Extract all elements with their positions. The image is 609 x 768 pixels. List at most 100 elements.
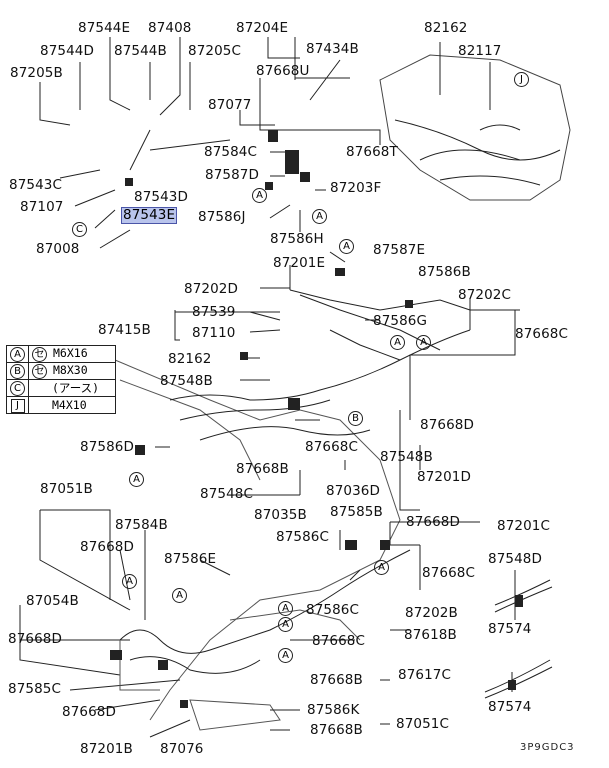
part-label: 87668D — [80, 539, 134, 555]
highlighted-part-label[interactable]: 87543E — [120, 207, 178, 224]
legend-key-symbol: C — [10, 381, 25, 396]
part-label: 87668D — [8, 631, 62, 647]
part-label: 87201E — [273, 255, 326, 271]
connectors — [110, 130, 523, 708]
part-label: 87548B — [160, 373, 213, 389]
part-label: 87076 — [160, 741, 204, 757]
part-label: 87201D — [417, 469, 471, 485]
part-label: 87202B — [405, 605, 458, 621]
part-label: 87201C — [497, 518, 550, 534]
legend-note: セ — [32, 347, 47, 362]
part-label: 87202D — [184, 281, 238, 297]
part-label: 87668D — [420, 417, 474, 433]
part-label: 87617C — [398, 667, 451, 683]
part-label: 87586G — [373, 313, 428, 329]
legend-note: セ — [32, 364, 47, 379]
part-label: 87544D — [40, 43, 94, 59]
marker-A-circle: A — [416, 335, 431, 350]
leader-lines — [19, 37, 571, 738]
part-label: 87668C — [515, 326, 568, 342]
legend-key: A — [6, 345, 29, 363]
legend-row: C (アース) — [6, 379, 116, 397]
part-label: 87415B — [98, 322, 151, 338]
marker-A-circle: A — [252, 188, 267, 203]
part-label: 87574 — [488, 699, 532, 715]
part-label: 87618B — [404, 627, 457, 643]
marker-J-circle: J — [514, 72, 529, 87]
legend-key-symbol: B — [10, 364, 25, 379]
part-label: 87204E — [236, 20, 289, 36]
part-label: 87586H — [270, 231, 324, 247]
diagram-code: 3P9GDC3 — [520, 742, 575, 753]
marker-C-circle: C — [72, 222, 87, 237]
part-label: 87077 — [208, 97, 252, 113]
legend-value-cell: (アース) — [28, 379, 116, 397]
part-label: 87668B — [310, 672, 363, 688]
legend-key: B — [6, 362, 29, 380]
part-label: 87585C — [8, 681, 61, 697]
legend-value: (アース) — [52, 381, 100, 395]
legend-key-symbol: J — [10, 399, 25, 413]
part-label: 87584B — [115, 517, 168, 533]
legend-value: M6X16 — [53, 346, 88, 360]
part-label: 87548D — [488, 551, 542, 567]
part-label: 82117 — [458, 43, 502, 59]
part-label: 87544B — [114, 43, 167, 59]
part-label: 87668B — [236, 461, 289, 477]
part-label: 87586E — [164, 551, 217, 567]
legend-value-cell: セ M8X30 — [28, 362, 116, 380]
legend-value-cell: セ M6X16 — [28, 345, 116, 363]
legend-key-symbol: A — [10, 347, 25, 362]
marker-A-circle: A — [390, 335, 405, 350]
part-label: 87408 — [148, 20, 192, 36]
part-label: 87586C — [276, 529, 329, 545]
marker-A-circle: A — [172, 588, 187, 603]
part-label: 87205C — [188, 43, 241, 59]
legend-key: C — [6, 379, 29, 397]
part-label: 87543C — [9, 177, 62, 193]
part-label: 87587E — [373, 242, 426, 258]
part-label: 87586K — [307, 702, 360, 718]
part-label: 87543D — [134, 189, 188, 205]
marker-A-circle: A — [129, 472, 144, 487]
legend-value: M8X30 — [53, 363, 88, 377]
marker-A-circle: A — [278, 648, 293, 663]
part-label: 87539 — [192, 304, 236, 320]
part-label: 87548C — [200, 486, 253, 502]
part-label: 87110 — [192, 325, 236, 341]
part-label: 87036D — [326, 483, 380, 499]
part-label: 87668C — [312, 633, 365, 649]
part-label: 87668U — [256, 63, 310, 79]
legend-value: M4X10 — [52, 398, 87, 412]
part-label: 87008 — [36, 241, 80, 257]
part-label: 87205B — [10, 65, 63, 81]
part-label: 87587D — [205, 167, 259, 183]
part-label: 87584C — [204, 144, 257, 160]
part-label: 87668D — [62, 704, 116, 720]
part-label: 87585B — [330, 504, 383, 520]
part-label: 87201B — [80, 741, 133, 757]
part-label: 87051B — [40, 481, 93, 497]
part-label: 87548B — [380, 449, 433, 465]
part-label: 87586C — [306, 602, 359, 618]
part-label: 87668C — [305, 439, 358, 455]
part-label: 87202C — [458, 287, 511, 303]
part-label: 87668B — [310, 722, 363, 738]
legend-value-cell: M4X10 — [28, 396, 116, 414]
part-label: 87544E — [78, 20, 131, 36]
part-label: 87107 — [20, 199, 64, 215]
part-label: 87668D — [406, 514, 460, 530]
part-label: 87586B — [418, 264, 471, 280]
marker-A-circle: A — [374, 560, 389, 575]
part-label: 87668T — [346, 144, 398, 160]
part-label: 87586D — [80, 439, 134, 455]
legend-row: J M4X10 — [6, 396, 116, 414]
marker-A-circle: A — [312, 209, 327, 224]
legend-key: J — [6, 396, 29, 414]
part-label: 87054B — [26, 593, 79, 609]
